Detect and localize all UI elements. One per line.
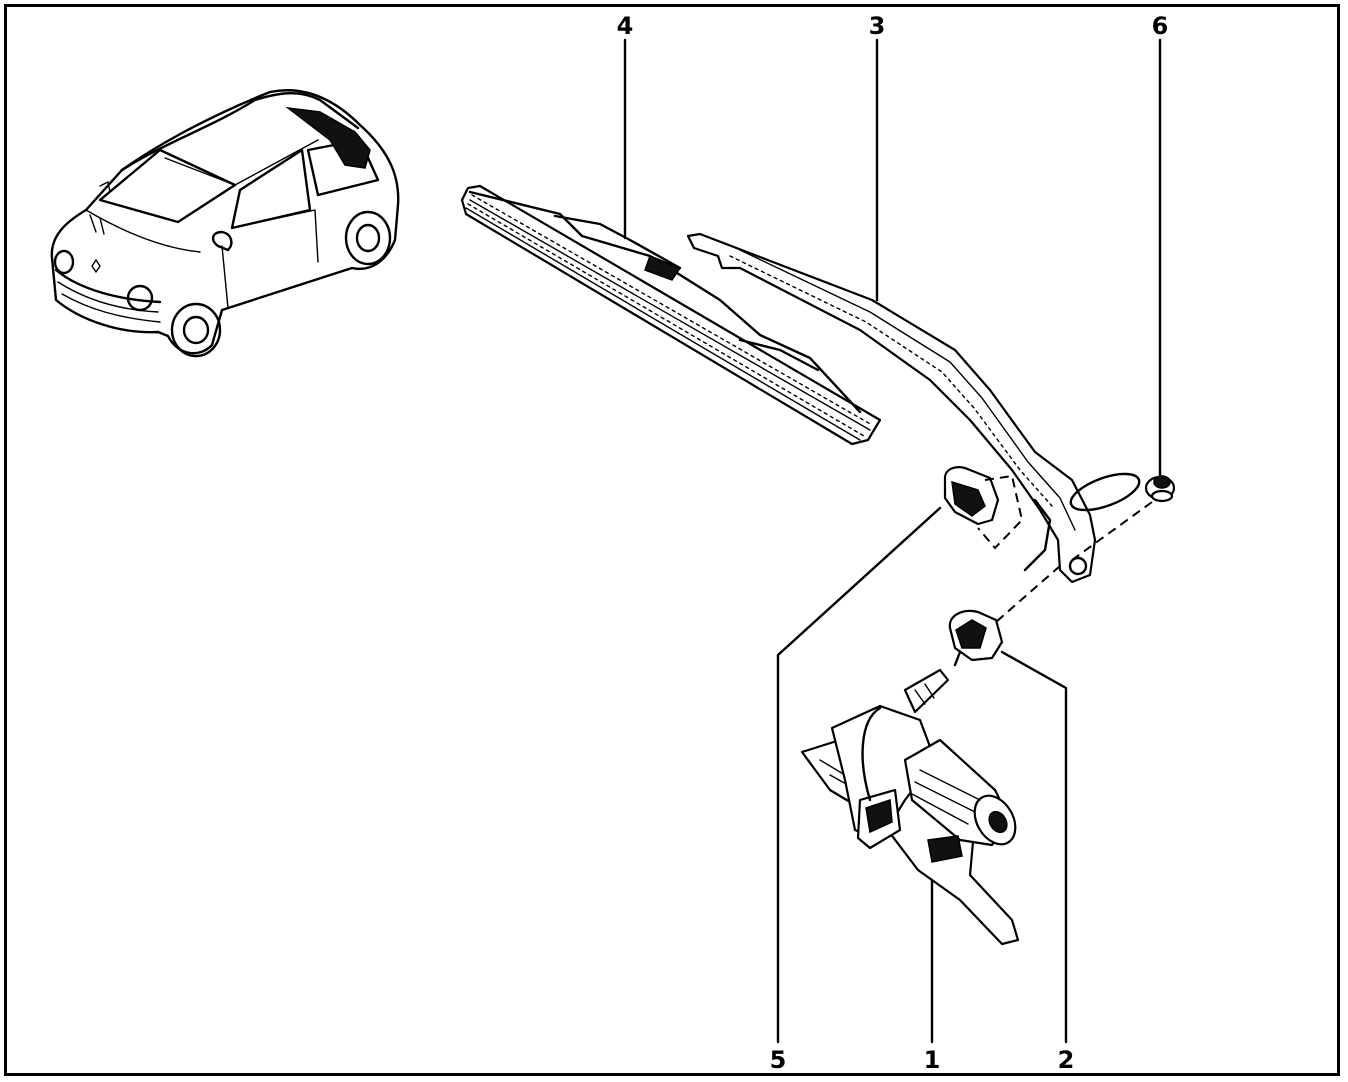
callout-6: 6 xyxy=(1152,12,1169,40)
part-2-grommet xyxy=(948,609,1004,667)
part-4-wiper-blade xyxy=(460,184,882,446)
callout-1: 1 xyxy=(924,1046,941,1074)
diagram-frame xyxy=(4,4,1340,1076)
leader-5 xyxy=(776,506,942,1044)
leader-2 xyxy=(1000,650,1068,1044)
part-1-wiper-motor xyxy=(800,668,1020,946)
part-3-wiper-arm xyxy=(686,232,1141,584)
car-illustration xyxy=(50,89,400,358)
callout-3: 3 xyxy=(869,12,886,40)
part-5-cap xyxy=(943,466,1024,550)
callout-2: 2 xyxy=(1058,1046,1075,1074)
leader-lines xyxy=(623,38,1162,1044)
callout-5: 5 xyxy=(770,1046,787,1074)
part-6-nut xyxy=(1144,475,1176,503)
assembly-axis xyxy=(995,501,1153,623)
callout-4: 4 xyxy=(617,12,634,40)
